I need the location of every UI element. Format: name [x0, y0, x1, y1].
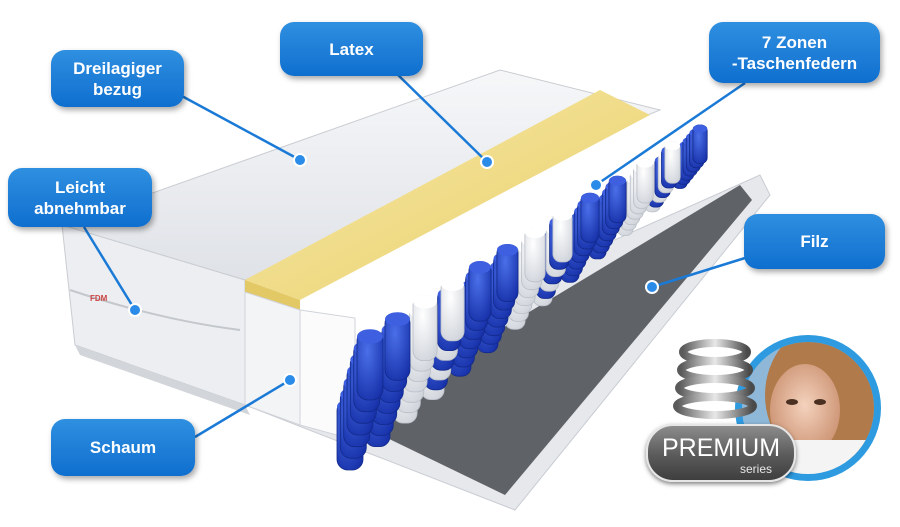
metal-spring-icon: [673, 339, 757, 419]
blue-pocket-spring: [496, 244, 519, 302]
white-pocket-spring: [412, 295, 438, 361]
white-pocket-spring: [664, 141, 681, 184]
white-pocket-spring: [440, 278, 465, 342]
callout-latex: Latex: [280, 22, 423, 76]
blue-pocket-spring: [692, 124, 708, 164]
brand-logo: FDM: [90, 294, 108, 303]
white-pocket-spring: [636, 158, 654, 204]
white-pocket-spring: [552, 209, 573, 263]
badge-title: PREMIUM: [661, 434, 781, 462]
blue-pocket-spring: [580, 192, 600, 243]
blue-pocket-spring: [356, 329, 384, 401]
callout-filz: Filz: [744, 214, 885, 269]
callout-dreilagiger-bezug: Dreilagiger bezug: [51, 50, 184, 107]
blue-pocket-spring: [608, 175, 627, 224]
callout-taschenfedern: 7 Zonen -Taschenfedern: [709, 22, 880, 83]
blue-pocket-spring: [468, 261, 492, 322]
premium-series-badge: PREMIUM series: [646, 424, 796, 482]
white-pocket-spring: [524, 226, 546, 283]
callout-leicht-abnehmbar: Leicht abnehmbar: [8, 168, 152, 227]
callout-schaum: Schaum: [51, 419, 195, 476]
badge-subtitle: series: [739, 462, 772, 476]
blue-pocket-spring: [384, 312, 411, 381]
